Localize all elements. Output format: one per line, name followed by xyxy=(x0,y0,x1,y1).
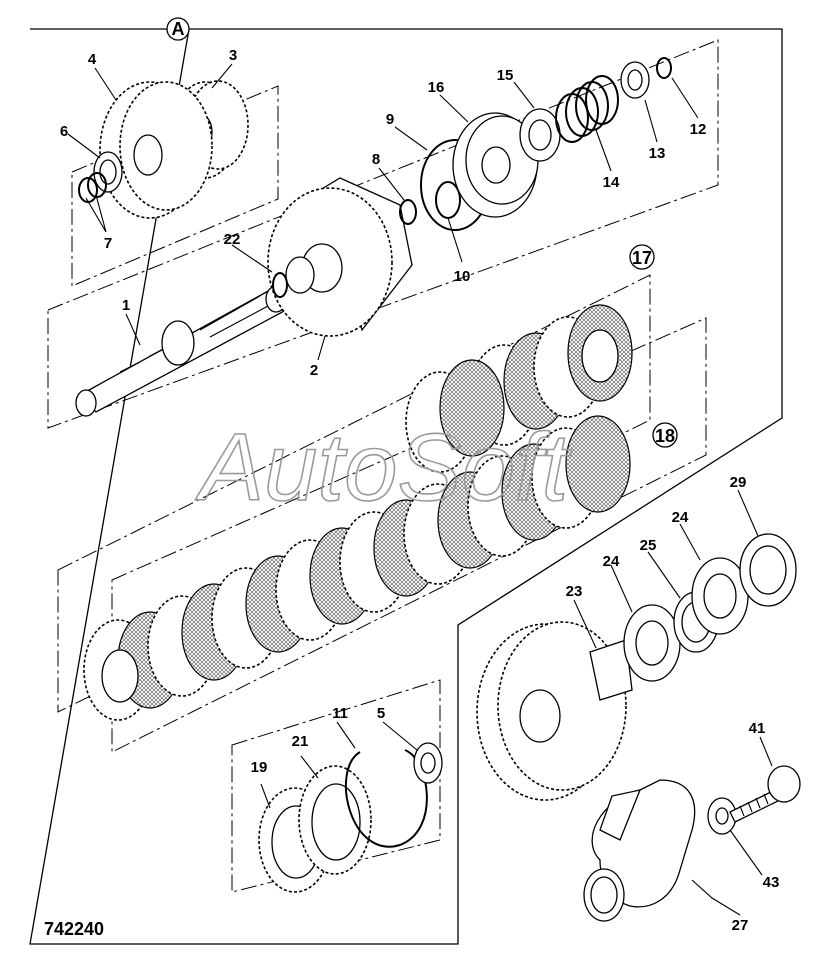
retainer-15 xyxy=(519,108,561,162)
callout-15: 15 xyxy=(497,67,514,84)
callout-2: 2 xyxy=(310,362,318,379)
snap-ring-22 xyxy=(272,272,288,298)
group-label-17: 17 xyxy=(632,248,652,268)
bearing-5 xyxy=(413,742,443,784)
ring-8 xyxy=(399,199,417,225)
callout-19: 19 xyxy=(251,759,268,776)
callout-13: 13 xyxy=(649,145,666,162)
callout-24-b: 24 xyxy=(672,509,689,526)
section-label: A xyxy=(172,19,185,39)
steel-plate-21 xyxy=(298,765,372,875)
gear-4 xyxy=(99,81,213,219)
leader-lines xyxy=(67,63,773,916)
callout-11: 11 xyxy=(332,705,348,722)
bolt-41 xyxy=(729,765,801,823)
circlip-12 xyxy=(656,57,672,79)
callout-7: 7 xyxy=(104,235,112,252)
callout-41: 41 xyxy=(749,720,766,737)
callout-5: 5 xyxy=(377,705,385,722)
callout-29: 29 xyxy=(730,474,747,491)
callout-6: 6 xyxy=(60,123,68,140)
callout-23: 23 xyxy=(566,583,583,600)
section-marker xyxy=(166,17,190,41)
callout-12: 12 xyxy=(690,121,707,138)
callout-27: 27 xyxy=(732,917,749,934)
callout-14: 14 xyxy=(603,174,620,191)
callout-4: 4 xyxy=(88,51,97,68)
bearing-6 xyxy=(93,151,123,193)
group-label-18: 18 xyxy=(655,426,675,446)
callout-24-a: 24 xyxy=(603,553,620,570)
output-gear-23 xyxy=(476,621,633,801)
yoke-27 xyxy=(583,779,696,922)
callout-9: 9 xyxy=(386,111,394,128)
washer-13 xyxy=(620,61,650,99)
group-marker-17 xyxy=(629,244,655,270)
callouts: 1 2 3 4 5 6 7 8 9 10 11 12 13 14 15 16 1… xyxy=(60,47,780,934)
clutch-drum-2 xyxy=(267,177,413,337)
group-marker-18 xyxy=(652,422,678,448)
spring-14 xyxy=(555,75,619,143)
callout-21: 21 xyxy=(292,733,309,750)
bearing-24b xyxy=(691,557,749,635)
drawing-number: 742240 xyxy=(44,919,104,939)
callout-43: 43 xyxy=(763,874,780,891)
callout-8: 8 xyxy=(372,151,380,168)
callout-22: 22 xyxy=(224,231,241,248)
callout-10: 10 xyxy=(454,268,471,285)
clutch-pack xyxy=(83,304,633,721)
callout-25: 25 xyxy=(640,537,657,554)
callout-3: 3 xyxy=(229,47,237,64)
bearing-24a xyxy=(623,604,681,682)
section-frame xyxy=(29,28,783,945)
callout-1: 1 xyxy=(122,297,130,314)
watermark: AutoSoft xyxy=(195,414,572,521)
shaft-1 xyxy=(75,285,287,417)
callout-16: 16 xyxy=(428,79,445,96)
seal-29 xyxy=(739,533,797,607)
group-outline-lower xyxy=(231,679,441,893)
